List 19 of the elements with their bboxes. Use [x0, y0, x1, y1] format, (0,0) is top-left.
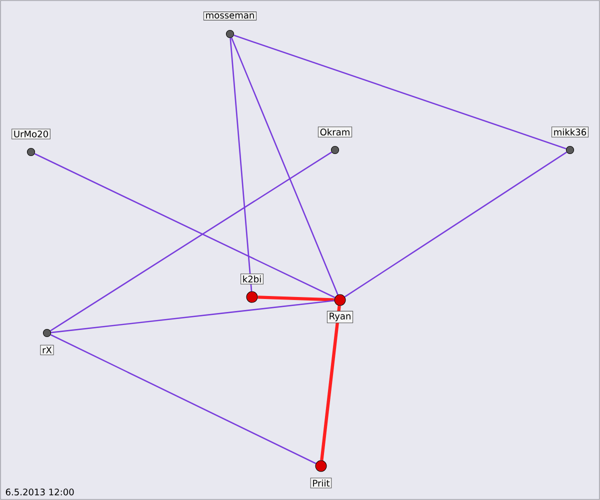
connection-line — [50, 334, 316, 464]
name-label: Priit — [310, 478, 332, 488]
connection-line — [230, 37, 338, 295]
connection-line — [344, 152, 567, 298]
name-label: mosseman — [203, 12, 257, 20]
timestamp: 6.5.2013 12:00 — [6, 488, 74, 496]
connection-line — [234, 34, 566, 150]
connection-line — [50, 152, 332, 332]
connection-line — [34, 153, 336, 298]
connection-line — [258, 296, 334, 302]
connection-line — [320, 306, 341, 460]
name-label: k2bi — [240, 274, 264, 284]
connection-line — [50, 300, 334, 334]
name-label: mikk36 — [552, 126, 588, 138]
connection-line — [230, 38, 252, 292]
name-label: UrMo20 — [12, 128, 50, 140]
name-label: Ryan — [326, 310, 354, 324]
name-label: rX — [40, 344, 54, 356]
name-label: Okram — [318, 126, 352, 138]
